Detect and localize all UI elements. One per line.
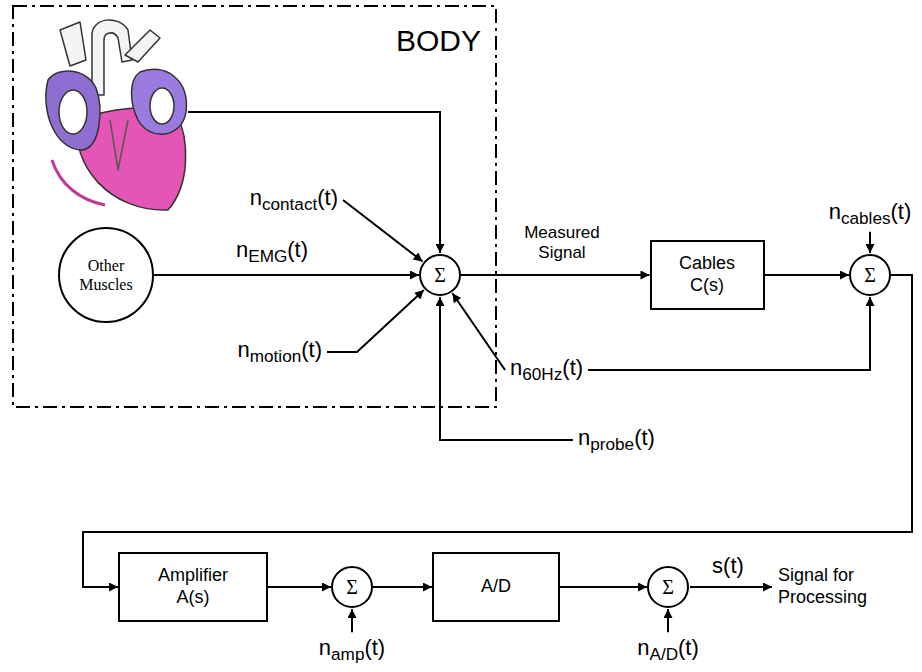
noise-source-label: namp(t) xyxy=(319,635,385,665)
output-wire xyxy=(690,586,772,588)
signal-connector xyxy=(83,275,912,587)
node-text: Σ xyxy=(434,263,446,287)
circle-outline xyxy=(420,255,460,295)
signal-connector xyxy=(765,274,850,276)
edge-label: Measured Signal xyxy=(512,223,612,264)
output-caption: Signal for Processing xyxy=(778,565,882,608)
circle-outline xyxy=(58,227,154,323)
noise-source-label: nprobe(t) xyxy=(578,425,655,455)
heart-illustration xyxy=(46,20,187,210)
process-box: Amplifier A(s) xyxy=(118,552,268,622)
node-text: Cables C(s) xyxy=(669,253,745,296)
circle-outline xyxy=(648,567,688,607)
signal-connector xyxy=(154,274,419,276)
node-text: Σ xyxy=(662,575,674,599)
signal-connector xyxy=(373,586,432,588)
circle-outline xyxy=(59,228,153,322)
muscle-circle: Other Muscles xyxy=(58,227,154,323)
edge-label: nEMG(t) xyxy=(236,237,308,267)
signal-wire xyxy=(188,112,440,253)
signal-connector xyxy=(560,586,647,588)
process-box: A/D xyxy=(432,552,560,622)
noise-source-label: n60Hz(t) xyxy=(510,355,583,385)
summing-junction: Σ xyxy=(849,254,891,296)
leader-line xyxy=(343,200,423,262)
leader-line xyxy=(452,293,505,370)
summing-junction: Σ xyxy=(331,566,373,608)
signal-name: s(t) xyxy=(712,553,744,578)
node-text: Amplifier A(s) xyxy=(143,565,243,608)
noise-source-label: ncontact(t) xyxy=(250,185,338,215)
node-text: Σ xyxy=(864,263,876,287)
circle-outline xyxy=(332,567,372,607)
leader-line xyxy=(667,609,669,632)
leader-line xyxy=(869,232,871,253)
leader-line xyxy=(327,290,424,352)
node-text: Other Muscles xyxy=(70,256,142,294)
circle-outline xyxy=(850,255,890,295)
noise-source-label: nA/D(t) xyxy=(637,635,699,665)
node-text: Σ xyxy=(346,575,358,599)
region-title: BODY xyxy=(396,23,481,59)
summing-junction: Σ xyxy=(647,566,689,608)
noise-source-label: nmotion(t) xyxy=(237,337,322,367)
noise-source-label: ncables(t) xyxy=(829,199,912,229)
leader-line xyxy=(351,609,353,632)
region-outline xyxy=(13,6,496,407)
leader-line xyxy=(440,297,573,440)
signal-connector xyxy=(461,274,650,276)
process-box: Cables C(s) xyxy=(650,240,765,310)
summing-junction: Σ xyxy=(419,254,461,296)
node-text: A/D xyxy=(481,576,511,598)
signal-connector xyxy=(268,586,331,588)
